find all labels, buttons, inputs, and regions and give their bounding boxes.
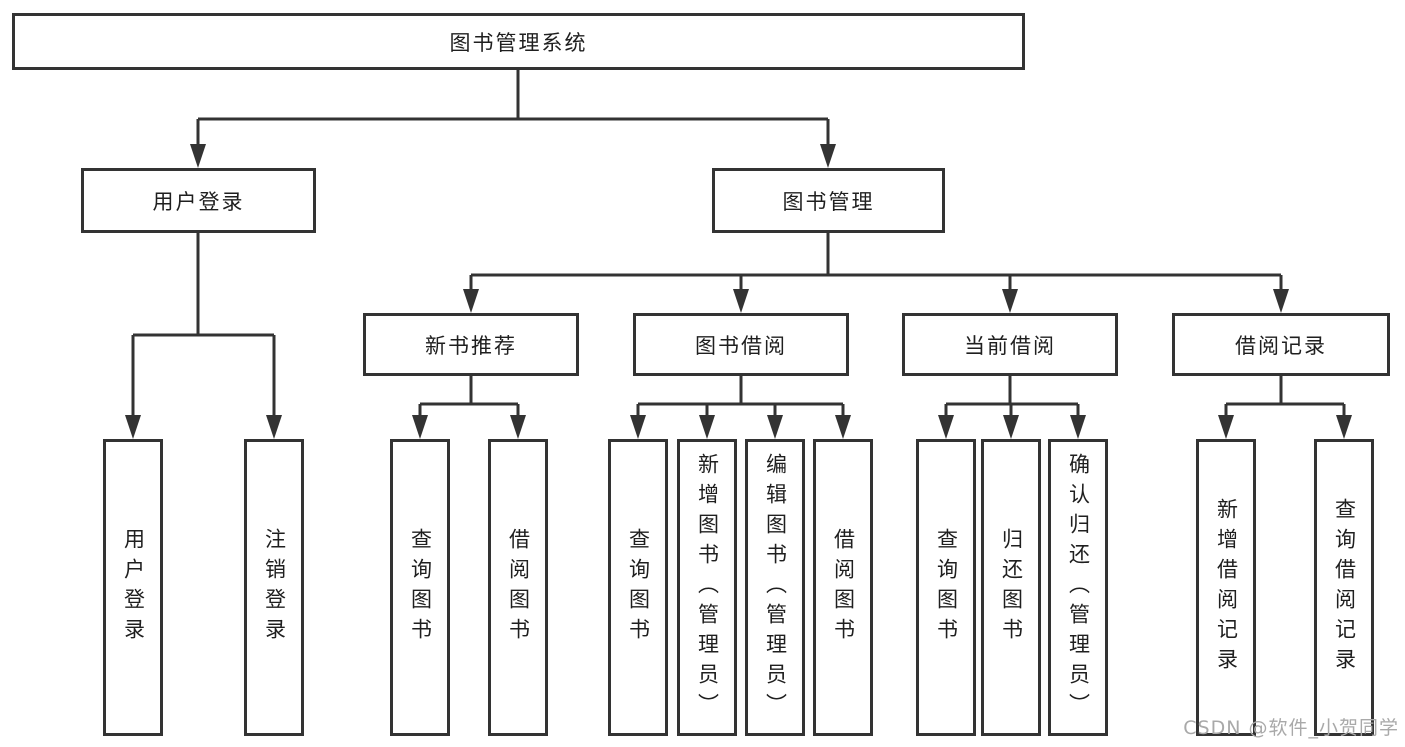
- leaf-return-books: 归还图书: [981, 439, 1041, 736]
- arrowhead-icon: [835, 415, 851, 439]
- leaf-query-borrow-record: 查询借阅记录: [1314, 439, 1374, 736]
- node-borrowing-records: 借阅记录: [1172, 313, 1390, 376]
- node-book-management: 图书管理: [712, 168, 945, 233]
- arrowhead-icon: [412, 415, 428, 439]
- leaf-add-books-admin: 新增图书（管理员）: [677, 439, 737, 736]
- connector-book-borrowing-to-leaves: [636, 376, 845, 418]
- arrowhead-icon: [1336, 415, 1352, 439]
- node-book-borrowing: 图书借阅: [633, 313, 849, 376]
- leaf-user-login: 用户登录: [103, 439, 163, 736]
- arrowhead-icon: [767, 415, 783, 439]
- arrowhead-icon: [190, 144, 206, 168]
- arrowhead-icon: [1273, 289, 1289, 313]
- node-current-borrowing: 当前借阅: [902, 313, 1118, 376]
- connector-current-borrowing-to-leaves: [944, 376, 1080, 418]
- leaf-edit-books-admin: 编辑图书（管理员）: [745, 439, 805, 736]
- arrowhead-icon: [125, 415, 141, 439]
- node-user-login: 用户登录: [81, 168, 316, 233]
- leaf-borrow-books: 借阅图书: [813, 439, 873, 736]
- arrowhead-icon: [266, 415, 282, 439]
- leaf-query-books-borrowing: 查询图书: [608, 439, 668, 736]
- arrowhead-icon: [733, 289, 749, 313]
- arrowhead-icon: [1003, 415, 1019, 439]
- leaf-logout: 注销登录: [244, 439, 304, 736]
- leaf-borrow-books-recommend: 借阅图书: [488, 439, 548, 736]
- leaf-confirm-return-admin: 确认归还（管理员）: [1048, 439, 1108, 736]
- leaf-add-borrow-record: 新增借阅记录: [1196, 439, 1256, 736]
- arrowhead-icon: [1002, 289, 1018, 313]
- connector-new-book-recommend-to-leaves: [418, 376, 520, 418]
- connector-book-management-to-level3: [469, 233, 1283, 292]
- arrowhead-icon: [463, 289, 479, 313]
- arrowhead-icon: [1218, 415, 1234, 439]
- node-new-book-recommend: 新书推荐: [363, 313, 579, 376]
- leaf-query-books-recommend: 查询图书: [390, 439, 450, 736]
- arrowhead-icon: [820, 144, 836, 168]
- leaf-query-books-current: 查询图书: [916, 439, 976, 736]
- connector-borrowing-records-to-leaves: [1224, 376, 1346, 418]
- connector-user-login-to-leaves: [131, 233, 276, 418]
- node-library-management-system: 图书管理系统: [12, 13, 1025, 70]
- connector-root-to-level2: [196, 70, 830, 147]
- arrowhead-icon: [699, 415, 715, 439]
- arrowhead-icon: [510, 415, 526, 439]
- arrowhead-icon: [630, 415, 646, 439]
- watermark: CSDN @软件_小贺同学: [1183, 717, 1399, 739]
- arrowhead-icon: [1070, 415, 1086, 439]
- arrowhead-icon: [938, 415, 954, 439]
